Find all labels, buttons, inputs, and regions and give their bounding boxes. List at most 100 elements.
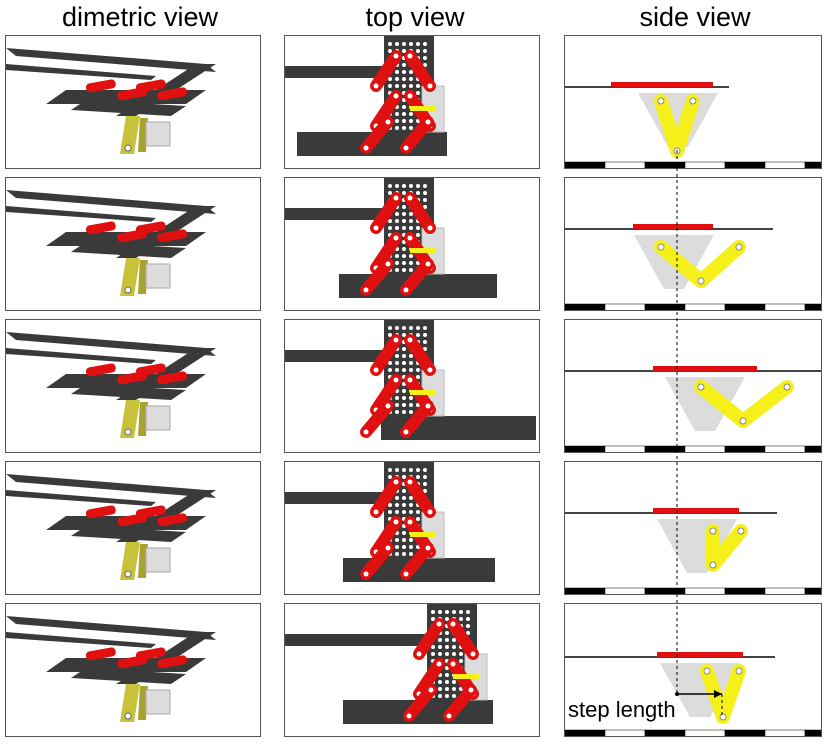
yellow-slider <box>410 390 436 395</box>
red-link <box>135 221 166 235</box>
side-arm-bar <box>285 66 396 78</box>
link-pin <box>407 195 413 201</box>
dimetric-view-panel <box>5 177 261 311</box>
plate-hole <box>409 545 413 549</box>
ground-stripe <box>604 587 646 594</box>
ground-stripe <box>724 161 766 168</box>
plate-hole <box>388 475 392 479</box>
plate-hole <box>402 410 406 414</box>
red-link <box>157 87 188 101</box>
link-pin <box>393 377 399 383</box>
link-pin <box>393 235 399 241</box>
plate-hole <box>402 531 406 535</box>
frame-bar-inner <box>6 348 156 364</box>
side-arm-bar <box>285 350 396 362</box>
plate-hole <box>423 42 427 46</box>
frame-bar-top <box>6 190 216 214</box>
ground-stripe <box>804 729 821 736</box>
plate-hole <box>423 347 427 351</box>
leg-pin <box>709 527 717 535</box>
leg-pin <box>719 713 727 721</box>
ground-stripe <box>724 303 766 310</box>
plate-hole <box>395 254 399 258</box>
link-pin <box>416 651 422 657</box>
link-pin <box>373 509 379 515</box>
frame-bar-inner <box>6 632 156 648</box>
plate-hole <box>388 84 392 88</box>
plate-hole <box>388 49 392 53</box>
yellow-leg <box>670 94 700 158</box>
plate-hole <box>409 396 413 400</box>
red-link <box>370 50 402 92</box>
frame-bar-inner <box>6 490 156 506</box>
link-pin <box>436 621 442 627</box>
link-pin <box>450 621 456 627</box>
plate-hole <box>402 70 406 74</box>
link-pin <box>407 93 413 99</box>
yellow-leg <box>120 684 140 722</box>
plate-hole <box>466 610 470 614</box>
plate-hole <box>409 496 413 500</box>
plate-hole <box>402 191 406 195</box>
support-block <box>145 263 171 289</box>
link-pin <box>468 687 474 693</box>
ground-stripe <box>565 303 606 310</box>
plate-hole <box>395 552 399 556</box>
plate-hole <box>416 42 420 46</box>
link-pin <box>427 367 433 373</box>
ground-stripe <box>764 587 806 594</box>
plate-hole <box>445 687 449 691</box>
plate-hole <box>402 212 406 216</box>
ground-stripe <box>644 161 686 168</box>
ground-stripe <box>644 303 686 310</box>
plate-hole <box>402 333 406 337</box>
plate-hole <box>395 84 399 88</box>
plate-hole <box>416 226 420 230</box>
link-pin <box>393 479 399 485</box>
link-pin <box>403 287 409 293</box>
dimetric-view-panel <box>5 461 261 595</box>
red-plate <box>657 652 743 657</box>
plate-hole <box>423 482 427 486</box>
plate-hole <box>409 77 413 81</box>
link-pin <box>450 661 456 667</box>
plate-hole <box>409 126 413 130</box>
plate-hole <box>438 694 442 698</box>
plate-hole <box>438 652 442 656</box>
plate-hole <box>402 403 406 407</box>
plate-hole <box>423 340 427 344</box>
side-drawing <box>565 508 821 594</box>
plate-hole <box>388 368 392 372</box>
top-view-panel <box>284 177 540 311</box>
plate-hole <box>395 410 399 414</box>
red-link <box>360 400 394 438</box>
plate-hole <box>445 610 449 614</box>
yellow-leg <box>120 116 140 154</box>
frame-bar-top <box>6 332 216 356</box>
plate-hole <box>388 77 392 81</box>
ground-stripe <box>764 729 806 736</box>
plate-hole <box>459 617 463 621</box>
dimetric-view-panel <box>5 603 261 737</box>
ground-stripe <box>604 445 646 452</box>
plate-hole <box>445 631 449 635</box>
plate-hole <box>388 184 392 188</box>
plate-hole <box>388 226 392 230</box>
plate-hole <box>409 226 413 230</box>
step-length-label: step length <box>568 697 676 722</box>
plate-hole <box>423 468 427 472</box>
plate-hole <box>395 503 399 507</box>
plate-hole <box>402 468 406 472</box>
plate-hole <box>388 191 392 195</box>
link-pin <box>407 377 413 383</box>
plate-hole <box>423 198 427 202</box>
leg-pin <box>697 383 705 391</box>
lower-plate <box>71 526 186 542</box>
plate-hole <box>402 126 406 130</box>
link-pin <box>407 479 413 485</box>
red-link <box>404 476 436 518</box>
plate-hole <box>416 49 420 53</box>
red-link <box>157 371 188 385</box>
ground-stripe <box>565 161 606 168</box>
yellow-leg <box>120 258 140 296</box>
